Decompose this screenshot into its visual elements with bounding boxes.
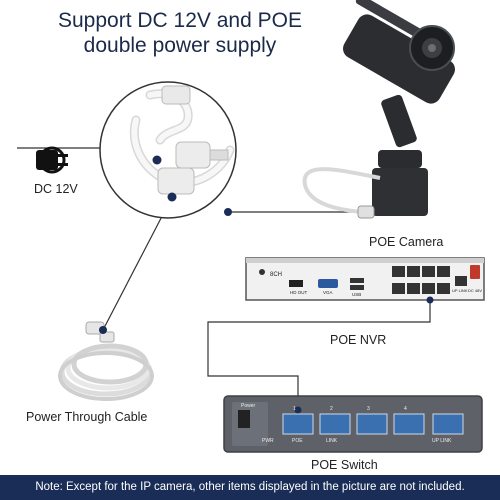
headline-line-1: Support DC 12V and POE — [58, 9, 302, 32]
switch-port-num-1: 1 — [293, 406, 296, 412]
nvr-uplink-label: UP LINK — [452, 288, 468, 293]
note-bar: Note: Except for the IP camera, other it… — [0, 475, 500, 500]
switch-port-num-3: 3 — [367, 406, 370, 412]
poe-switch-label: POE Switch — [311, 458, 378, 472]
switch-port-num-4: 4 — [404, 406, 407, 412]
switch-poe-label: POE — [292, 438, 303, 444]
switch-link-label: LINK — [326, 438, 338, 444]
switch-uplink-label: UP LINK — [432, 438, 452, 444]
camera-icon — [302, 0, 455, 219]
nvr-device — [245, 257, 485, 301]
headline-line-2: double power supply — [83, 34, 277, 57]
switch-pwr-label: PWR — [262, 438, 274, 444]
nvr-hdmi-label: HD OUT — [290, 290, 308, 295]
switch-power-label: Power — [241, 403, 256, 409]
cable-coil-icon — [58, 321, 154, 401]
switch-device — [223, 395, 483, 453]
line-camera-to-cable — [102, 196, 173, 331]
zoom-circle — [99, 81, 237, 219]
headline: Support DC 12V and POE double power supp… — [0, 8, 360, 58]
nvr-port-dot — [426, 296, 434, 304]
nvr-vga-label: VGA — [323, 290, 333, 295]
note-text: Note: Except for the IP camera, other it… — [35, 481, 465, 493]
dc-12v-label: DC 12V — [34, 182, 78, 196]
poe-nvr-label: POE NVR — [330, 333, 387, 347]
poe-camera-label: POE Camera — [369, 235, 444, 249]
power-cable-label: Power Through Cable — [26, 410, 148, 424]
dc-plug-icon — [36, 146, 68, 174]
nvr-dc-label: DC 48V — [468, 288, 483, 293]
nvr-usb-label: USB — [352, 292, 362, 297]
switch-port-num-2: 2 — [330, 406, 333, 412]
nvr-ch-label: 8CH — [270, 272, 283, 278]
switch-port-dot — [294, 406, 302, 414]
line-nvr-to-switch — [207, 300, 431, 410]
